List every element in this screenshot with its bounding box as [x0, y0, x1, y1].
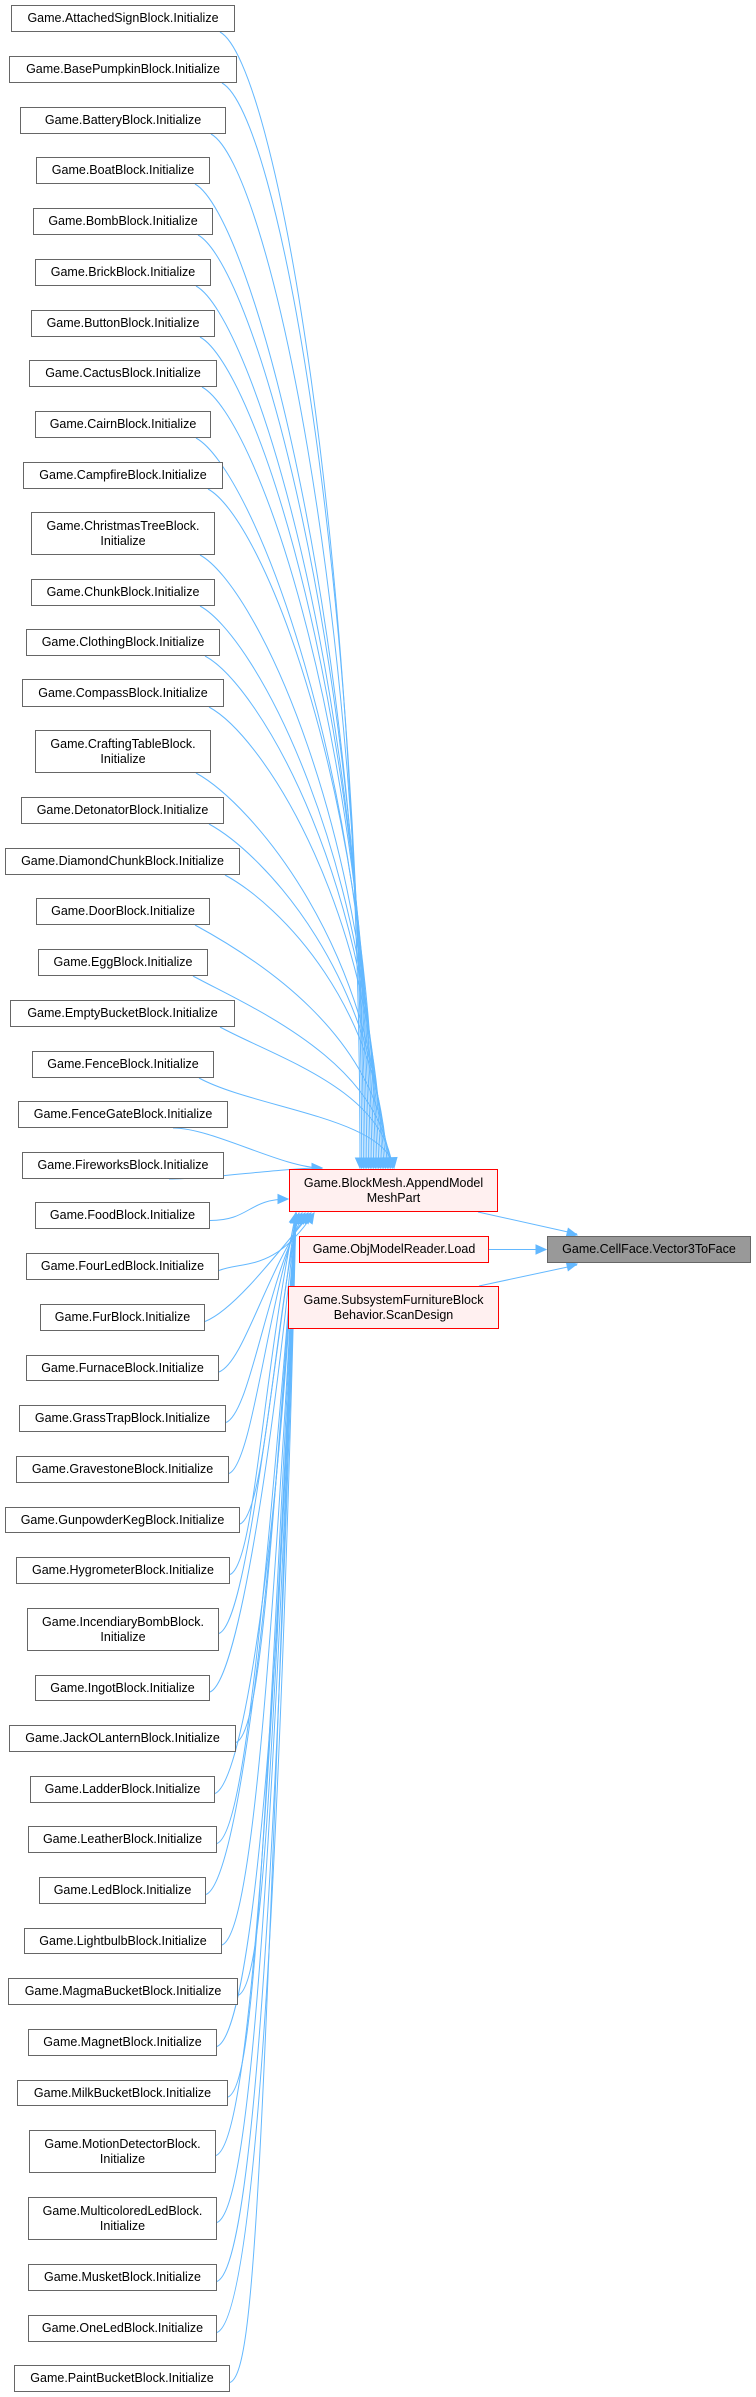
edge-caller-to-appendmodelmeshpart — [208, 706, 383, 1169]
caller-node[interactable]: Game.FireworksBlock.Initialize — [22, 1152, 224, 1179]
arrowhead — [290, 1211, 301, 1224]
edge-caller-to-appendmodelmeshpart — [197, 234, 368, 1169]
edge-caller-to-appendmodelmeshpart — [207, 488, 376, 1169]
edge-caller-to-appendmodelmeshpart — [198, 1077, 395, 1169]
caller-node[interactable]: Game.ButtonBlock.Initialize — [31, 310, 215, 337]
caller-node[interactable]: Game.EggBlock.Initialize — [38, 949, 208, 976]
edge-caller-to-appendmodelmeshpart — [216, 1212, 297, 1844]
edge-caller-to-appendmodelmeshpart — [199, 336, 371, 1169]
caller-node[interactable]: Game.FurnaceBlock.Initialize — [26, 1355, 219, 1381]
caller-node[interactable]: Game.BasePumpkinBlock.Initialize — [9, 56, 237, 83]
edge-caller-to-appendmodelmeshpart — [221, 82, 363, 1169]
caller-node[interactable]: Game.ChunkBlock.Initialize — [31, 579, 215, 606]
node-blockmesh-appendmodelmeshpart[interactable]: Game.BlockMesh.AppendModel MeshPart — [289, 1169, 498, 1212]
caller-node[interactable]: Game.BoatBlock.Initialize — [36, 157, 210, 184]
edge-caller-to-appendmodelmeshpart — [209, 1198, 289, 1221]
edge-caller-to-appendmodelmeshpart — [221, 1212, 297, 1946]
caller-node[interactable]: Game.MagnetBlock.Initialize — [28, 2029, 217, 2056]
caller-node[interactable]: Game.FurBlock.Initialize — [40, 1304, 205, 1331]
caller-node[interactable]: Game.BrickBlock.Initialize — [35, 259, 211, 286]
edge-caller-to-appendmodelmeshpart — [215, 1212, 297, 2156]
caller-node[interactable]: Game.BatteryBlock.Initialize — [20, 107, 226, 134]
caller-node[interactable]: Game.FenceBlock.Initialize — [32, 1051, 214, 1078]
edge-caller-to-appendmodelmeshpart — [235, 1212, 297, 1743]
node-objmodelreader-load[interactable]: Game.ObjModelReader.Load — [299, 1236, 489, 1263]
edge-caller-to-appendmodelmeshpart — [216, 1212, 297, 2333]
caller-node[interactable]: Game.LedBlock.Initialize — [39, 1877, 206, 1904]
caller-node[interactable]: Game.CairnBlock.Initialize — [35, 411, 211, 438]
edge-caller-to-appendmodelmeshpart — [209, 1212, 297, 1693]
caller-node[interactable]: Game.LightbulbBlock.Initialize — [24, 1928, 222, 1954]
edge-caller-to-appendmodelmeshpart — [192, 975, 392, 1169]
caller-node[interactable]: Game.GunpowderKegBlock.Initialize — [5, 1507, 240, 1533]
edge-caller-to-appendmodelmeshpart — [201, 386, 373, 1169]
caller-node[interactable]: Game.CraftingTableBlock. Initialize — [35, 730, 211, 773]
caller-node[interactable]: Game.GrassTrapBlock.Initialize — [19, 1405, 226, 1432]
edge-caller-to-appendmodelmeshpart — [219, 1026, 393, 1169]
caller-node[interactable]: Game.MusketBlock.Initialize — [28, 2264, 217, 2291]
edge-caller-to-appendmodelmeshpart — [216, 1212, 297, 2282]
edge-caller-to-appendmodelmeshpart — [218, 1212, 297, 1634]
edge-appendmodelmeshpart-to-vector3toface — [477, 1211, 578, 1235]
caller-node[interactable]: Game.GravestoneBlock.Initialize — [16, 1456, 229, 1483]
arrowhead — [535, 1244, 548, 1255]
caller-node[interactable]: Game.IncendiaryBombBlock. Initialize — [27, 1608, 219, 1651]
caller-node[interactable]: Game.AttachedSignBlock.Initialize — [11, 5, 235, 32]
caller-node[interactable]: Game.CompassBlock.Initialize — [22, 679, 224, 707]
caller-node[interactable]: Game.OneLedBlock.Initialize — [28, 2315, 217, 2342]
caller-node[interactable]: Game.JackOLanternBlock.Initialize — [9, 1725, 236, 1752]
edge-caller-to-appendmodelmeshpart — [218, 1212, 315, 1271]
edge-caller-to-appendmodelmeshpart — [172, 1127, 323, 1169]
caller-node[interactable]: Game.ChristmasTreeBlock. Initialize — [31, 512, 215, 555]
edge-caller-to-appendmodelmeshpart — [205, 1212, 297, 1895]
edge-caller-to-appendmodelmeshpart — [194, 924, 390, 1169]
edge-caller-to-appendmodelmeshpart — [216, 1212, 297, 2047]
caller-node[interactable]: Game.CampfireBlock.Initialize — [23, 462, 223, 489]
caller-node[interactable]: Game.DiamondChunkBlock.Initialize — [5, 848, 240, 875]
node-cellface-vector3toface: Game.CellFace.Vector3ToFace — [547, 1236, 751, 1263]
edge-caller-to-appendmodelmeshpart — [224, 874, 388, 1169]
arrowhead — [565, 1261, 579, 1272]
caller-node[interactable]: Game.MagmaBucketBlock.Initialize — [8, 1978, 238, 2005]
node-subsystemfurnitureblockbehavior-scandesign[interactable]: Game.SubsystemFurnitureBlock Behavior.Sc… — [288, 1286, 499, 1329]
caller-node[interactable]: Game.BombBlock.Initialize — [33, 208, 213, 235]
caller-node[interactable]: Game.EmptyBucketBlock.Initialize — [10, 1000, 235, 1027]
edge-caller-to-appendmodelmeshpart — [195, 285, 369, 1169]
caller-node[interactable]: Game.DetonatorBlock.Initialize — [21, 797, 224, 824]
edge-caller-to-appendmodelmeshpart — [194, 183, 366, 1169]
edge-caller-to-appendmodelmeshpart — [228, 1212, 303, 1474]
caller-node[interactable]: Game.FenceGateBlock.Initialize — [18, 1101, 228, 1128]
caller-node[interactable]: Game.IngotBlock.Initialize — [35, 1675, 210, 1701]
caller-node[interactable]: Game.CactusBlock.Initialize — [29, 360, 217, 387]
caller-node[interactable]: Game.DoorBlock.Initialize — [36, 898, 210, 925]
caller-node[interactable]: Game.MotionDetectorBlock. Initialize — [29, 2130, 216, 2173]
caller-node[interactable]: Game.MilkBucketBlock.Initialize — [17, 2080, 228, 2106]
edge-caller-to-appendmodelmeshpart — [229, 1212, 297, 1575]
arrowhead — [387, 1156, 398, 1170]
caller-node[interactable]: Game.HygrometerBlock.Initialize — [16, 1557, 230, 1584]
caller-node[interactable]: Game.FourLedBlock.Initialize — [26, 1253, 219, 1280]
caller-node[interactable]: Game.LadderBlock.Initialize — [30, 1776, 215, 1803]
caller-node[interactable]: Game.MulticoloredLedBlock. Initialize — [28, 2197, 217, 2240]
edge-caller-to-appendmodelmeshpart — [229, 1212, 297, 2383]
arrowhead — [277, 1193, 290, 1205]
caller-node[interactable]: Game.LeatherBlock.Initialize — [28, 1826, 217, 1853]
edge-caller-to-appendmodelmeshpart — [216, 1212, 297, 2223]
caller-node[interactable]: Game.PaintBucketBlock.Initialize — [14, 2365, 230, 2392]
caller-node[interactable]: Game.ClothingBlock.Initialize — [26, 629, 220, 656]
edge-scandesign-to-vector3toface — [478, 1264, 578, 1287]
caller-node[interactable]: Game.FoodBlock.Initialize — [35, 1202, 210, 1229]
